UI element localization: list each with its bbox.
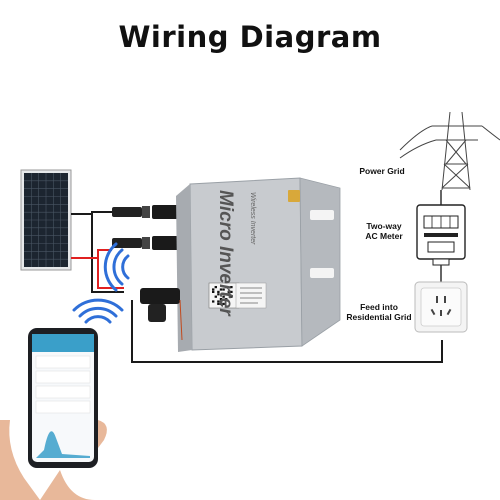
dc-wires	[71, 211, 124, 293]
wall-socket-icon	[414, 281, 468, 333]
wifi-icon	[103, 242, 130, 292]
feed-residential-label: Feed into Residential Grid	[342, 302, 416, 322]
page-title: Wiring Diagram	[118, 20, 382, 54]
inverter-name: Micro Inverter	[215, 190, 236, 316]
feed-label-line2: Residential Grid	[346, 312, 412, 322]
power-tower-icon	[399, 111, 500, 191]
inverter-subtitle: Wireless Inverter	[249, 192, 256, 245]
solar-panel-icon	[20, 169, 72, 271]
ac-meter-icon	[416, 204, 466, 266]
smartphone-icon	[0, 328, 107, 500]
ac-meter-label-line2: AC Meter	[365, 231, 403, 241]
wifi-icon	[72, 298, 124, 324]
ac-output-cable	[131, 288, 443, 363]
mc4-connectors-icon	[112, 205, 192, 283]
feed-label-line1: Feed into	[360, 302, 398, 312]
power-grid-label: Power Grid	[359, 166, 405, 176]
ac-meter-label: Two-way AC Meter	[356, 221, 412, 241]
ac-meter-label-line1: Two-way	[366, 221, 402, 231]
micro-inverter-icon	[176, 177, 341, 352]
